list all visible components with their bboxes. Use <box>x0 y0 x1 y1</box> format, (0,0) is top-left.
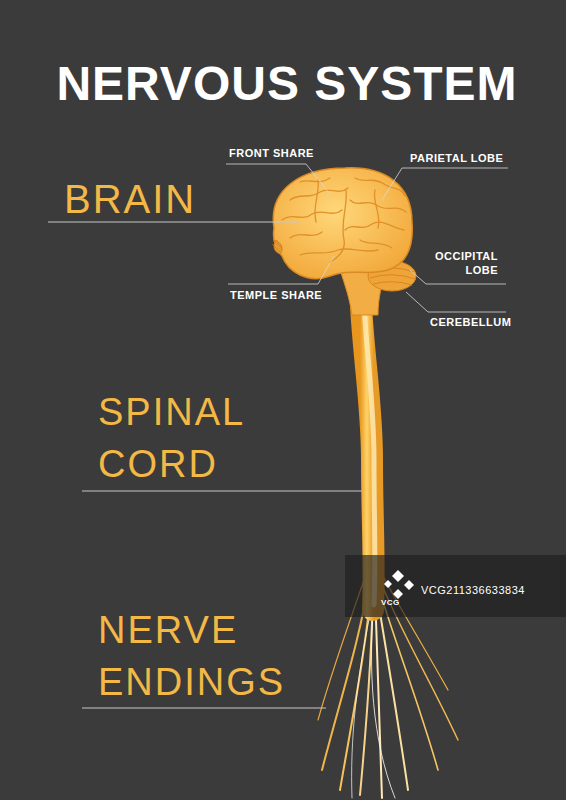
part-label: TEMPLE SHARE <box>230 289 340 302</box>
part-label: OCCIPITAL LOBE <box>418 249 498 277</box>
leader-lines <box>226 164 508 312</box>
part-label: CEREBELLUM <box>430 316 540 329</box>
section-label: NERVE ENDINGS <box>98 604 308 708</box>
label-rules <box>48 222 362 708</box>
part-label: PARIETAL LOBE <box>410 152 520 165</box>
section-label: BRAIN <box>64 178 284 220</box>
watermark: VCG211336633834 <box>421 584 561 597</box>
watermark-band <box>345 555 566 617</box>
watermark: VCG <box>381 598 421 608</box>
diagram-title: NERVOUS SYSTEM <box>4 58 566 110</box>
section-label: SPINAL CORD <box>98 386 288 490</box>
part-label: FRONT SHARE <box>229 147 339 160</box>
watermark-logo <box>384 570 414 599</box>
